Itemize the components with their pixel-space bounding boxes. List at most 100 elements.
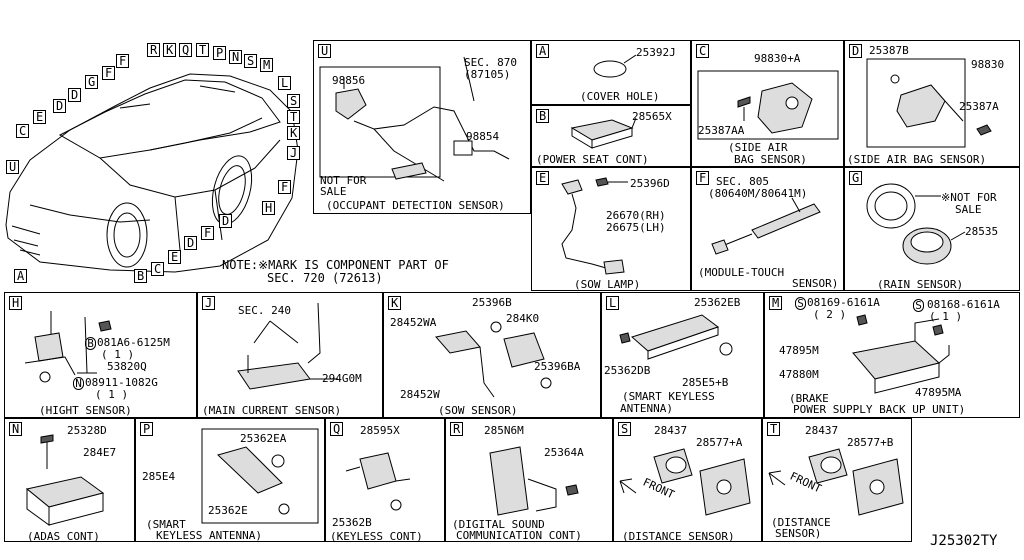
part-25362ea[interactable]: 25362EA (240, 432, 287, 445)
part-25387b[interactable]: 25387B (869, 44, 909, 57)
panel-c-side-air-bag-sensor: C 98830+A 25387AA (SIDE AIR BAG SENSOR) (691, 40, 844, 167)
part-285e5-b[interactable]: 285E5+B (682, 376, 729, 389)
callout-e[interactable]: E (33, 110, 47, 124)
part-28452wa[interactable]: 28452WA (390, 316, 437, 329)
part-08168-6161a[interactable]: 08168-6161A (927, 298, 1000, 311)
sec-870[interactable]: SEC. 870 (464, 56, 517, 69)
hight-sensor-drawing (24, 311, 112, 383)
callout-r[interactable]: R (147, 43, 161, 57)
part-25396ba[interactable]: 25396BA (534, 360, 581, 373)
panel-u-occupant-detection-sensor: U 98856 SEC. 870 (87105) 98854 NOT FOR S… (313, 40, 531, 214)
callout-h[interactable]: H (262, 201, 276, 215)
callout-g[interactable]: G (85, 75, 99, 89)
callout-a[interactable]: A (14, 269, 28, 283)
panel-letter: N (9, 422, 23, 436)
panel-letter: B (536, 109, 550, 123)
part-98856[interactable]: 98856 (332, 74, 366, 87)
part-28452w[interactable]: 28452W (400, 388, 440, 401)
part-25362eb[interactable]: 25362EB (694, 296, 741, 309)
callout-t[interactable]: T (196, 43, 210, 57)
callout-d[interactable]: D (219, 214, 233, 228)
callout-e[interactable]: E (168, 250, 182, 264)
callout-q[interactable]: Q (179, 43, 193, 57)
part-25392j[interactable]: 25392J (636, 46, 676, 59)
callout-f[interactable]: F (201, 226, 215, 240)
sec-87105[interactable]: (87105) (464, 68, 511, 81)
callout-f[interactable]: F (116, 54, 130, 68)
callout-k[interactable]: K (163, 43, 177, 57)
part-47895m[interactable]: 47895M (779, 344, 819, 357)
callout-c[interactable]: C (16, 124, 30, 138)
part-284k0[interactable]: 284K0 (506, 312, 540, 325)
part-284e7[interactable]: 284E7 (83, 446, 117, 459)
callout-p[interactable]: P (213, 46, 227, 60)
callout-t[interactable]: T (287, 110, 301, 124)
part-26675-lh[interactable]: 26675(LH) (606, 221, 666, 234)
part-25387aa[interactable]: 25387AA (698, 124, 745, 137)
callout-k[interactable]: K (287, 126, 301, 140)
callout-s[interactable]: S (244, 54, 258, 68)
part-25362b[interactable]: 25362B (332, 516, 372, 529)
smart-keyless-antenna-p-drawing (201, 428, 319, 524)
part-28437[interactable]: 28437 (805, 424, 839, 437)
part-25396b[interactable]: 25396B (472, 296, 512, 309)
callout-b[interactable]: B (134, 269, 148, 283)
not-for-sale-1: NOT FOR (320, 174, 367, 187)
part-28437[interactable]: 28437 (654, 424, 688, 437)
part-28595x[interactable]: 28595X (360, 424, 400, 437)
panel-letter: J (202, 296, 216, 310)
part-98830[interactable]: 98830 (971, 58, 1005, 71)
part-25362db[interactable]: 25362DB (604, 364, 651, 377)
callout-s[interactable]: S (287, 94, 301, 108)
part-98830-a[interactable]: 98830+A (754, 52, 801, 65)
callout-u[interactable]: U (6, 160, 20, 174)
panel-caption-2: KEYLESS ANTENNA) (156, 529, 262, 542)
callout-n[interactable]: N (229, 50, 243, 64)
callout-f[interactable]: F (102, 66, 116, 80)
part-47895ma[interactable]: 47895MA (915, 386, 962, 399)
part-53820q[interactable]: 53820Q (107, 360, 147, 373)
part-47880m[interactable]: 47880M (779, 368, 819, 381)
part-25364a[interactable]: 25364A (544, 446, 584, 459)
callout-j[interactable]: J (287, 146, 301, 160)
sec-240[interactable]: SEC. 240 (238, 304, 291, 317)
part-08911-1082g[interactable]: 08911-1082G (85, 376, 158, 389)
panel-j-main-current-sensor: J SEC. 240 294G0M (MAIN CURRENT SENSOR) (197, 292, 383, 418)
callout-d[interactable]: D (68, 88, 82, 102)
callout-c[interactable]: C (151, 262, 165, 276)
sec-80640m[interactable]: (80640M/80641M) (708, 187, 808, 200)
part-28565x[interactable]: 28565X (632, 110, 672, 123)
callout-l[interactable]: L (278, 76, 292, 90)
sec-805[interactable]: SEC. 805 (716, 175, 769, 188)
callout-d[interactable]: D (53, 99, 67, 113)
occupant-sensor-drawing (319, 56, 510, 182)
callout-d[interactable]: D (184, 236, 198, 250)
part-25396d[interactable]: 25396D (630, 177, 670, 190)
rain-sensor-drawing (866, 183, 966, 265)
panel-k-sow-sensor: K 25396B 28452WA 284K0 25396BA 28452W (S… (383, 292, 601, 418)
main-current-sensor-drawing (237, 302, 338, 390)
callout-m[interactable]: M (260, 58, 274, 72)
part-294g0m[interactable]: 294G0M (322, 372, 362, 385)
diagram-id: J25302TY (930, 533, 998, 549)
part-25328d[interactable]: 25328D (67, 424, 107, 437)
part-285n6m[interactable]: 285N6M (484, 424, 524, 437)
panel-caption-1: (DISTANCE (771, 516, 831, 529)
part-25387a[interactable]: 25387A (959, 100, 999, 113)
part-081a6-6125m[interactable]: 081A6-6125M (97, 336, 170, 349)
panel-letter: F (696, 171, 710, 185)
part-08169-6161a[interactable]: 08169-6161A (807, 296, 880, 309)
part-28577-a[interactable]: 28577+A (696, 436, 743, 449)
part-98854[interactable]: 98854 (466, 130, 500, 143)
cover-hole-drawing (593, 54, 637, 78)
part-28535[interactable]: 28535 (965, 225, 999, 238)
callout-f[interactable]: F (278, 180, 292, 194)
panel-caption: (RAIN SENSOR) (877, 278, 964, 291)
panel-h-hight-sensor: H 081A6-6125M B ( 1 ) 53820Q N 08911-108… (4, 292, 197, 418)
part-25362e[interactable]: 25362E (208, 504, 248, 517)
part-28577-b[interactable]: 28577+B (847, 436, 894, 449)
part-285e4[interactable]: 285E4 (142, 470, 176, 483)
part-26670-rh[interactable]: 26670(RH) (606, 209, 666, 222)
panel-g-rain-sensor: G ※NOT FOR SALE 28535 (RAIN SENSOR) (844, 167, 1020, 291)
